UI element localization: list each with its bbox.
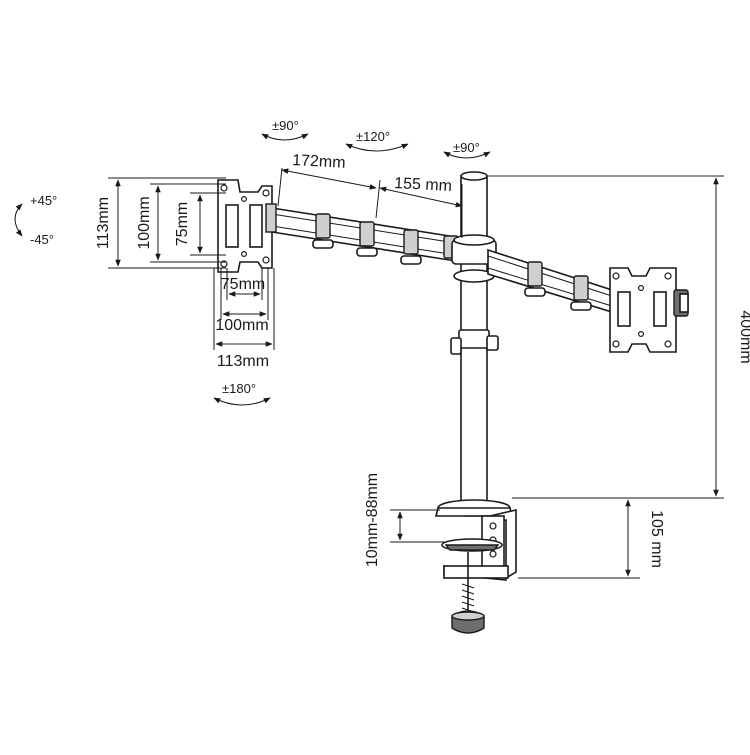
swivel-pole-joint-indicator: ±90° <box>443 140 491 159</box>
vesa-height-75-label: 75mm <box>174 202 191 246</box>
cable-clip <box>356 221 378 257</box>
dimension-arm-2: 155 mm <box>379 175 463 238</box>
dimension-pole-height: 400mm <box>488 175 750 499</box>
cable-clip <box>524 261 546 297</box>
swivel-pole-joint-label: ±90° <box>453 140 480 155</box>
vesa-width-113-label: 113mm <box>217 353 269 370</box>
vesa-height-100-label: 100mm <box>136 196 153 249</box>
dimension-desk-thickness: 10mm-88mm <box>364 473 446 567</box>
pole <box>450 171 499 509</box>
vesa-width-75-label: 75mm <box>221 276 265 293</box>
dimension-arm-1-label: 172mm <box>292 152 346 172</box>
dimension-clamp-height-label: 105 mm <box>648 510 665 568</box>
tilt-up-label: +45° <box>30 193 57 208</box>
dimension-arm-1: 172mm <box>277 152 381 219</box>
dimension-vesa-widths: 75mm 100mm 113mm <box>213 268 275 370</box>
swivel-mid-joint-indicator: ±120° <box>345 129 409 152</box>
right-arm <box>487 248 613 314</box>
cable-clip <box>312 213 334 249</box>
right-vesa-plate <box>609 267 689 353</box>
tilt-indicator: +45° -45° <box>14 193 57 247</box>
left-vesa-plate <box>217 179 277 273</box>
cable-clip <box>570 275 592 311</box>
desk-clamp <box>434 499 517 634</box>
vesa-height-113-label: 113mm <box>95 197 112 249</box>
dimension-clamp-height: 105 mm <box>518 499 665 579</box>
swivel-mid-joint-label: ±120° <box>356 129 390 144</box>
dimension-vesa-heights: 113mm 100mm 75mm <box>95 177 226 269</box>
left-arm <box>271 207 497 283</box>
swivel-left-joint-label: ±90° <box>272 118 299 133</box>
dimension-pole-height-label: 400mm <box>737 310 750 363</box>
cable-clip <box>400 229 422 265</box>
vesa-width-100-label: 100mm <box>215 317 268 334</box>
rotation-plate-indicator: ±180° <box>213 381 271 406</box>
swivel-left-joint-indicator: ±90° <box>261 118 309 141</box>
dimension-arm-2-label: 155 mm <box>394 175 453 195</box>
dimension-desk-thickness-label: 10mm-88mm <box>364 473 381 567</box>
rotation-plate-label: ±180° <box>222 381 256 396</box>
tilt-down-label: -45° <box>30 232 54 247</box>
